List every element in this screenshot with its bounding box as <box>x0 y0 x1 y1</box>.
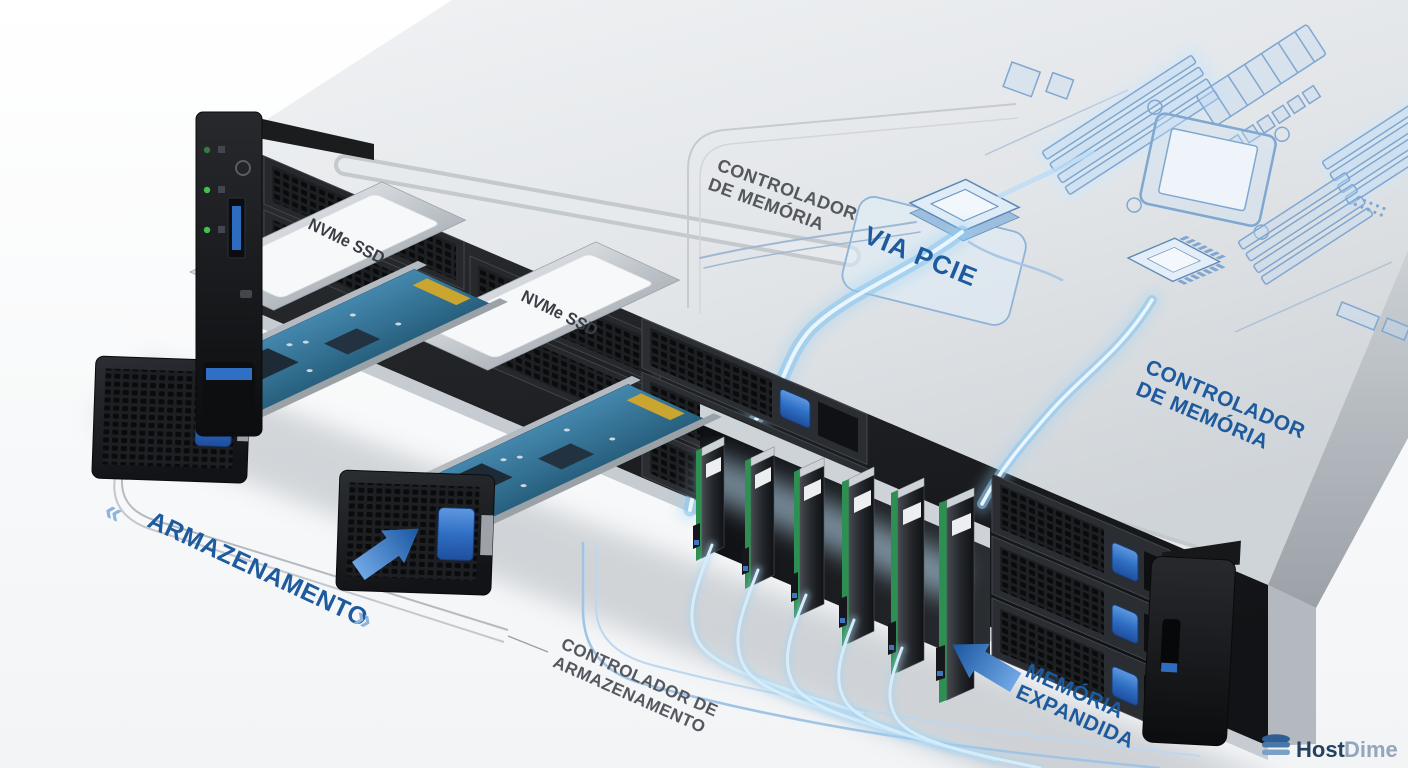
hostdime-logo-text-dime: Dime <box>1344 737 1398 762</box>
hostdime-logo-icon <box>1262 734 1290 755</box>
nvme-ssd-label-plate-2 <box>431 254 652 358</box>
usb-port[interactable] <box>227 197 246 259</box>
nvme-ssd-tray-2 <box>335 241 722 596</box>
drive-tray <box>641 317 868 466</box>
board-edge-line2 <box>1234 261 1393 333</box>
pin-header <box>1353 196 1386 217</box>
front-panel-ear <box>195 111 374 437</box>
cpu-heatsink <box>1196 24 1326 126</box>
dimm-bank-lower <box>1238 172 1374 285</box>
memory-controller-chip <box>1126 235 1226 285</box>
hostdime-logo[interactable]: Host Dime <box>1262 734 1398 762</box>
chassis-right-face <box>1268 250 1408 608</box>
power-button[interactable] <box>235 160 251 176</box>
tray-latch[interactable] <box>1111 665 1139 706</box>
right-drive-bays <box>991 473 1171 734</box>
chassis-top-handle-bar <box>258 118 374 160</box>
memory-module[interactable] <box>693 436 725 561</box>
lid-groove-left-inner <box>338 158 857 263</box>
storage-arrow-icon <box>352 528 419 581</box>
hostdime-logo-text-host: Host <box>1296 737 1346 762</box>
right-ear-handle <box>1142 540 1241 747</box>
memory-arrow-icon <box>952 643 1022 692</box>
memory-fanout-traces <box>687 540 1045 768</box>
vrm-chokes <box>1210 84 1322 164</box>
io-connectors <box>1335 301 1408 342</box>
memory-frame-lines <box>581 542 1201 768</box>
pcie-chip <box>908 178 1021 242</box>
tray-latch[interactable] <box>1111 541 1139 582</box>
memory-module[interactable] <box>839 466 875 646</box>
chassis-right-corner <box>1268 585 1316 746</box>
tray-latch[interactable] <box>1111 603 1139 644</box>
status-led <box>203 226 211 234</box>
dimm-bank-right <box>1315 69 1408 212</box>
tray-latch[interactable] <box>436 507 476 562</box>
tray-latch[interactable] <box>779 388 811 429</box>
memory-module[interactable] <box>888 477 925 675</box>
blueprint-motherboard <box>687 24 1408 342</box>
memory-modules <box>693 436 975 703</box>
status-led <box>203 186 211 194</box>
memory-module[interactable] <box>791 457 825 618</box>
lid-frame-line-outer <box>687 103 1017 308</box>
lid-frame-line-inner <box>699 117 1019 314</box>
aux-chips <box>1002 61 1075 100</box>
cpu-socket <box>1126 99 1290 240</box>
status-led <box>203 146 211 154</box>
board-edge-line <box>984 89 1129 156</box>
memory-module[interactable] <box>742 446 775 589</box>
